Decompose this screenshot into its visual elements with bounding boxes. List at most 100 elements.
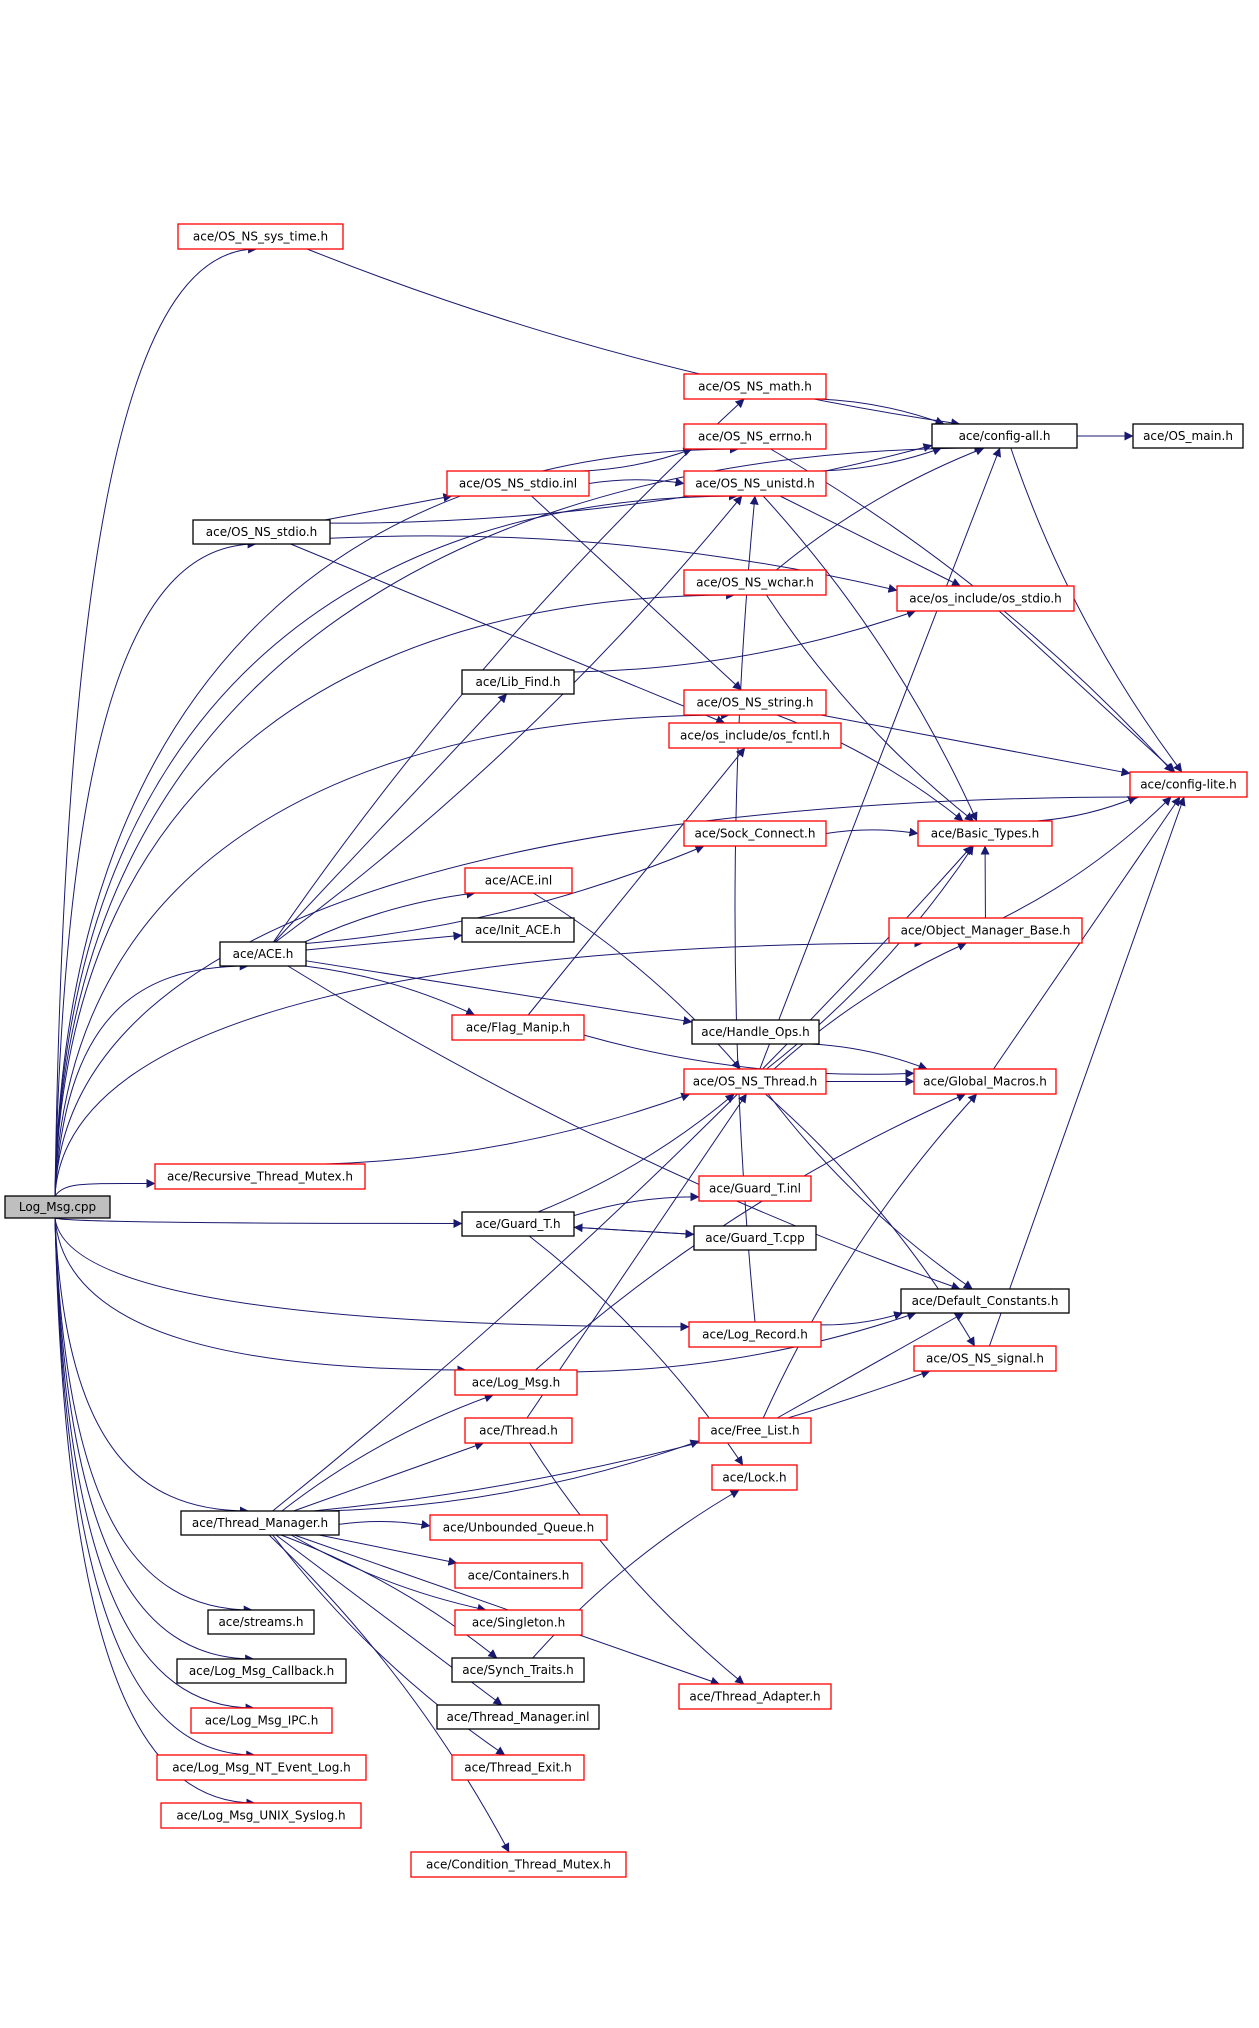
file-node-guard-t-inl[interactable]: ace/Guard_T.inl	[698, 1175, 812, 1202]
file-node-lock-h[interactable]: ace/Lock.h	[711, 1464, 798, 1491]
edge-thread_manager_h-to-os_ns_signal	[312, 1369, 931, 1512]
node-label: ace/OS_NS_sys_time.h	[193, 230, 328, 244]
file-node-thread-manager-h[interactable]: ace/Thread_Manager.h	[180, 1510, 340, 1536]
edge-log_record-to-os_ns_unistd	[734, 495, 759, 1323]
edge-thread_manager_h-to-free_list	[324, 1439, 700, 1512]
edge-object_manager_base-to-config_lite	[1002, 796, 1172, 919]
file-node-lib-find[interactable]: ace/Lib_Find.h	[461, 669, 575, 695]
edge-log_msg_cpp-to-recursive_thread_mutex	[54, 1178, 156, 1197]
file-node-os-ns-thread[interactable]: ace/OS_NS_Thread.h	[683, 1068, 827, 1095]
file-node-os-ns-errno[interactable]: ace/OS_NS_errno.h	[683, 423, 827, 450]
file-node-os-ns-math[interactable]: ace/OS_NS_math.h	[683, 373, 827, 400]
edge-log_msg_cpp-to-os_ns_string	[54, 710, 731, 1197]
node-label: ace/Guard_T.cpp	[705, 1231, 805, 1245]
edge-os_ns_wchar-to-config_all	[775, 446, 985, 571]
node-label: ace/config-lite.h	[1140, 778, 1237, 792]
node-box	[896, 585, 1075, 612]
edge-os_ns_math-to-config_all	[817, 398, 945, 426]
file-node-os-ns-wchar[interactable]: ace/OS_NS_wchar.h	[683, 569, 827, 596]
node-box	[446, 470, 590, 497]
file-node-thread-exit[interactable]: ace/Thread_Exit.h	[451, 1754, 585, 1781]
file-node-os-ns-stdio[interactable]: ace/OS_NS_stdio.h	[192, 519, 331, 545]
edge-os_ns_stdio-to-os_include_fcntl	[290, 543, 726, 724]
node-label: ace/config-all.h	[959, 429, 1051, 443]
file-node-os-include-fcntl[interactable]: ace/os_include/os_fcntl.h	[668, 722, 842, 749]
file-node-default-constants[interactable]: ace/Default_Constants.h	[900, 1288, 1070, 1314]
node-label: ace/Thread_Adapter.h	[689, 1690, 820, 1704]
file-node-ace-inl[interactable]: ace/ACE.inl	[464, 867, 573, 894]
file-node-config-all[interactable]: ace/config-all.h	[931, 423, 1078, 449]
node-label: ace/ACE.h	[233, 947, 294, 961]
file-node-containers[interactable]: ace/Containers.h	[454, 1562, 583, 1589]
edge-ace_h-to-sock_connect	[305, 845, 705, 944]
file-node-unbounded-queue[interactable]: ace/Unbounded_Queue.h	[429, 1514, 608, 1541]
node-box	[454, 1369, 578, 1396]
node-label: ace/OS_NS_signal.h	[926, 1352, 1044, 1366]
file-node-global-macros[interactable]: ace/Global_Macros.h	[913, 1068, 1057, 1095]
file-node-config-lite[interactable]: ace/config-lite.h	[1129, 771, 1248, 798]
file-node-ace-h[interactable]: ace/ACE.h	[219, 941, 307, 967]
file-node-streams[interactable]: ace/streams.h	[207, 1609, 315, 1635]
node-label: ace/OS_NS_stdio.inl	[459, 477, 577, 491]
file-node-free-list[interactable]: ace/Free_List.h	[698, 1417, 812, 1444]
file-node-os-include-stdio[interactable]: ace/os_include/os_stdio.h	[896, 585, 1075, 612]
edge-guard_t_cpp-to-guard_t_h	[573, 1223, 695, 1235]
file-node-os-ns-sys-time[interactable]: ace/OS_NS_sys_time.h	[177, 223, 344, 250]
node-label: ace/OS_NS_Thread.h	[693, 1075, 817, 1089]
node-label: ace/OS_NS_wchar.h	[696, 576, 814, 590]
file-node-basic-types[interactable]: ace/Basic_Types.h	[917, 820, 1053, 847]
file-node-os-ns-string[interactable]: ace/OS_NS_string.h	[683, 689, 827, 716]
edge-thread_manager_h-to-basic_types	[272, 845, 973, 1512]
file-node-condition-thread-mutex[interactable]: ace/Condition_Thread_Mutex.h	[410, 1851, 627, 1878]
node-box	[683, 1068, 827, 1095]
edge-os_ns_signal-to-config_lite	[988, 796, 1186, 1347]
node-label: ace/Log_Msg_UNIX_Syslog.h	[176, 1809, 345, 1823]
node-box	[683, 689, 827, 716]
node-label: ace/ACE.inl	[485, 874, 552, 888]
node-box	[410, 1851, 627, 1878]
file-node-guard-t-cpp[interactable]: ace/Guard_T.cpp	[693, 1225, 817, 1251]
file-node-log-msg-nt[interactable]: ace/Log_Msg_NT_Event_Log.h	[156, 1754, 367, 1781]
file-node-log-msg-ipc[interactable]: ace/Log_Msg_IPC.h	[190, 1707, 333, 1734]
file-node-log-record[interactable]: ace/Log_Record.h	[688, 1321, 822, 1348]
node-label: ace/Flag_Manip.h	[466, 1021, 570, 1035]
edge-log_msg_cpp-to-guard_t_h	[54, 1217, 463, 1228]
file-node-os-ns-unistd[interactable]: ace/OS_NS_unistd.h	[683, 470, 827, 497]
edge-thread_manager_h-to-unbounded_queue	[338, 1520, 431, 1529]
file-node-thread-manager-inl[interactable]: ace/Thread_Manager.inl	[436, 1704, 600, 1730]
file-node-handle-ops[interactable]: ace/Handle_Ops.h	[691, 1019, 820, 1045]
node-label: ace/Init_ACE.h	[475, 923, 561, 937]
file-node-init-ace[interactable]: ace/Init_ACE.h	[461, 917, 575, 943]
file-node-thread-h[interactable]: ace/Thread.h	[464, 1417, 573, 1444]
node-box	[451, 1754, 585, 1781]
node-box	[451, 1014, 585, 1041]
edge-log_msg_cpp-to-log_msg_h	[54, 1217, 467, 1375]
node-box	[154, 1163, 366, 1190]
node-box	[190, 1707, 333, 1734]
node-label: ace/Log_Msg_NT_Event_Log.h	[172, 1761, 351, 1775]
file-node-log-msg-callback[interactable]: ace/Log_Msg_Callback.h	[176, 1658, 347, 1684]
node-label: ace/Unbounded_Queue.h	[443, 1521, 594, 1535]
file-node-log-msg-h[interactable]: ace/Log_Msg.h	[454, 1369, 578, 1396]
edge-config_all-to-config_lite	[1010, 447, 1183, 773]
node-box	[177, 223, 344, 250]
edge-os_ns_unistd-to-config_all	[820, 446, 942, 472]
file-node-flag-manip[interactable]: ace/Flag_Manip.h	[451, 1014, 585, 1041]
file-node-guard-t-h[interactable]: ace/Guard_T.h	[461, 1211, 575, 1237]
file-node-object-manager-base[interactable]: ace/Object_Manager_Base.h	[888, 917, 1083, 944]
file-node-sock-connect[interactable]: ace/Sock_Connect.h	[683, 820, 827, 847]
file-node-thread-adapter[interactable]: ace/Thread_Adapter.h	[678, 1683, 832, 1710]
node-label: ace/streams.h	[218, 1615, 303, 1629]
node-box	[683, 373, 827, 400]
file-node-singleton[interactable]: ace/Singleton.h	[454, 1609, 583, 1636]
edge-thread_manager_h-to-thread_h	[293, 1441, 484, 1512]
edge-free_list-to-default_constants	[776, 1312, 965, 1419]
file-node-os-ns-signal[interactable]: ace/OS_NS_signal.h	[913, 1345, 1057, 1372]
file-node-recursive-thread-mutex[interactable]: ace/Recursive_Thread_Mutex.h	[154, 1163, 366, 1190]
file-node-os-ns-stdio-inl[interactable]: ace/OS_NS_stdio.inl	[446, 470, 590, 497]
file-node-log-msg-unix[interactable]: ace/Log_Msg_UNIX_Syslog.h	[160, 1802, 362, 1829]
edge-thread_manager_h-to-containers	[318, 1534, 458, 1566]
file-node-os-main[interactable]: ace/OS_main.h	[1132, 423, 1244, 449]
file-node-synch-traits[interactable]: ace/Synch_Traits.h	[451, 1657, 585, 1683]
edge-ace_h-to-handle_ops	[305, 960, 693, 1026]
